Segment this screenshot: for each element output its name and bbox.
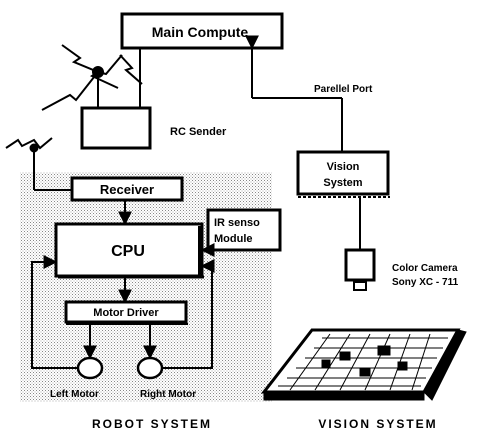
parallel-port-label: Parellel Port: [314, 84, 373, 95]
receiver-label: Receiver: [100, 182, 154, 197]
motor-driver-box: [64, 300, 188, 324]
receiver-box: [70, 176, 184, 202]
vision-system-box-label-2: System: [323, 177, 362, 189]
camera-label-1: Color Camera: [392, 263, 458, 274]
ir-sensor-box: [206, 208, 282, 252]
vision-system-box-label-1: Vision: [327, 161, 360, 173]
robot-system-caption: ROBOT SYSTEM: [92, 417, 212, 431]
cpu-box: [54, 222, 204, 278]
left-motor-label: Left Motor: [50, 389, 99, 400]
ir-sensor-label-1: IR senso: [214, 217, 260, 229]
playing-field-icon: [260, 328, 467, 401]
antenna-icon: [41, 44, 143, 111]
motor-driver-label: Motor Driver: [93, 307, 159, 319]
right-motor-label: Right Motor: [140, 389, 196, 400]
rc-sender-label: RC Sender: [170, 126, 227, 138]
left-motor-icon: [76, 356, 104, 380]
rc-sender-box: [80, 106, 152, 150]
antenna-icon: [5, 137, 72, 191]
cpu-label: CPU: [111, 243, 145, 260]
vision-system-caption: VISION SYSTEM: [318, 417, 437, 431]
camera-icon: [344, 248, 376, 291]
right-motor-icon: [136, 356, 164, 380]
vision-system-box: [296, 150, 390, 196]
camera-label-2: Sony XC - 711: [392, 277, 459, 288]
ir-sensor-label-2: Module: [214, 233, 253, 245]
main-compute-label: Main Compute: [152, 24, 249, 40]
